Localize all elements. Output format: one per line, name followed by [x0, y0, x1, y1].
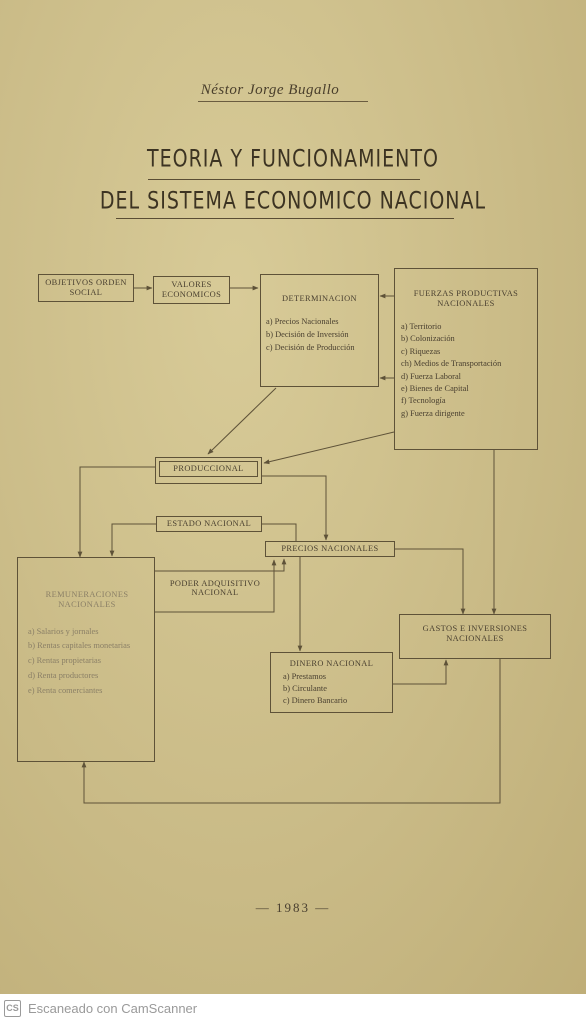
- title-line-2: DEL SISTEMA ECONOMICO NACIONAL: [99, 187, 487, 215]
- determinacion-item: c) Decisión de Producción: [266, 343, 355, 352]
- scanned-page: Néstor Jorge Bugallo TEORIA Y FUNCIONAMI…: [0, 0, 586, 994]
- gastos-label: GASTOS E INVERSIONES NACIONALES: [422, 624, 528, 643]
- box-dinero: DINERO NACIONAL a) Prestamos b) Circulan…: [270, 652, 393, 713]
- author-underline: [198, 101, 368, 102]
- title-underline-2: [116, 218, 454, 219]
- fuerzas-item: g) Fuerza dirigente: [401, 408, 465, 418]
- dinero-item: a) Prestamos: [283, 672, 327, 681]
- determinacion-title: DETERMINACION: [282, 294, 357, 303]
- remuneraciones-item: d) Renta productores: [28, 671, 99, 680]
- arrow-produccional-precios: [262, 475, 329, 541]
- diagram-connectors: [77, 285, 501, 804]
- box-fuerzas: FUERZAS PRODUCTIVAS NACIONALES a) Territ…: [394, 268, 538, 450]
- arrow-dinero-gastos: [392, 659, 449, 685]
- box-produccional: PRODUCCIONAL: [155, 457, 262, 484]
- fuerzas-title: FUERZAS PRODUCTIVAS NACIONALES: [413, 289, 519, 308]
- valores-label: VALORES ECONOMICOS: [161, 280, 222, 299]
- publication-year: — 1983 —: [255, 900, 331, 915]
- determinacion-list: a) Precios Nacionales b) Decisión de Inv…: [266, 315, 355, 354]
- fuerzas-item: a) Territorio: [401, 322, 442, 331]
- scanner-watermark-bar: CS Escaneado con CamScanner: [0, 994, 586, 1024]
- box-estado: ESTADO NACIONAL: [156, 516, 262, 532]
- arrow-determinacion-produccional: [207, 387, 277, 455]
- title-line-1: TEORIA Y FUNCIONAMIENTO: [147, 145, 439, 173]
- fuerzas-list: a) Territorio b) Colonización c) Riqueza…: [401, 321, 501, 420]
- arrow-gastos-remuneraciones: [81, 658, 501, 804]
- box-gastos: GASTOS E INVERSIONES NACIONALES: [399, 614, 551, 659]
- box-determinacion: DETERMINACION a) Precios Nacionales b) D…: [260, 274, 379, 387]
- box-precios: PRECIOS NACIONALES: [265, 541, 395, 557]
- box-objetivos: OBJETIVOS ORDEN SOCIAL: [38, 274, 134, 302]
- scanner-watermark-text: Escaneado con CamScanner: [28, 1001, 198, 1016]
- arrow-precios-gastos: [395, 548, 466, 615]
- precios-label: PRECIOS NACIONALES: [281, 544, 379, 553]
- remuneraciones-item: b) Rentas capitales monetarias: [28, 641, 131, 650]
- dinero-title: DINERO NACIONAL: [289, 659, 374, 668]
- remuneraciones-item: c) Rentas propietarias: [28, 656, 102, 665]
- fuerzas-item: c) Riquezas: [401, 346, 441, 356]
- determinacion-item: a) Precios Nacionales: [266, 317, 339, 326]
- fuerzas-item: e) Bienes de Capital: [401, 384, 469, 394]
- arrow-poder-precios-1: [155, 559, 277, 613]
- estado-label: ESTADO NACIONAL: [166, 519, 252, 528]
- objetivos-label: OBJETIVOS ORDEN SOCIAL: [45, 278, 127, 297]
- fuerzas-item: f) Tecnología: [401, 396, 446, 406]
- remuneraciones-item: e) Renta comerciantes: [28, 686, 103, 695]
- fuerzas-item: ch) Medios de Transportación: [401, 359, 502, 369]
- remuneraciones-list: a) Salarios y jornales b) Rentas capital…: [28, 624, 146, 698]
- dinero-item: b) Circulante: [283, 684, 327, 693]
- arrow-produccional-remuneraciones: [77, 466, 155, 558]
- dinero-list: a) Prestamos b) Circulante c) Dinero Ban…: [283, 671, 347, 707]
- camscanner-logo-icon: CS: [4, 1000, 21, 1017]
- remuneraciones-title: REMUNERACIONES NACIONALES: [45, 590, 129, 609]
- box-remuneraciones: REMUNERACIONES NACIONALES a) Salarios y …: [17, 557, 155, 762]
- produccional-label: PRODUCCIONAL: [159, 461, 258, 477]
- line-estado-precios: [262, 523, 297, 541]
- title-underline-1: [148, 179, 420, 180]
- arrow-poder-precios-2: [155, 558, 287, 572]
- arrow-fuerzas-produccional: [263, 431, 395, 465]
- arrow-estado-remuneraciones: [109, 523, 156, 557]
- dinero-item: c) Dinero Bancario: [283, 696, 348, 705]
- author-name: Néstor Jorge Bugallo: [200, 82, 340, 98]
- determinacion-item: b) Decisión de Inversión: [266, 330, 349, 339]
- remuneraciones-item: a) Salarios y jornales: [28, 627, 99, 636]
- fuerzas-item: d) Fuerza Laboral: [401, 371, 461, 381]
- poder-adquisitivo-label: PODER ADQUISITIVO NACIONAL: [169, 579, 261, 597]
- fuerzas-item: b) Colonización: [401, 334, 455, 344]
- box-valores: VALORES ECONOMICOS: [153, 276, 230, 304]
